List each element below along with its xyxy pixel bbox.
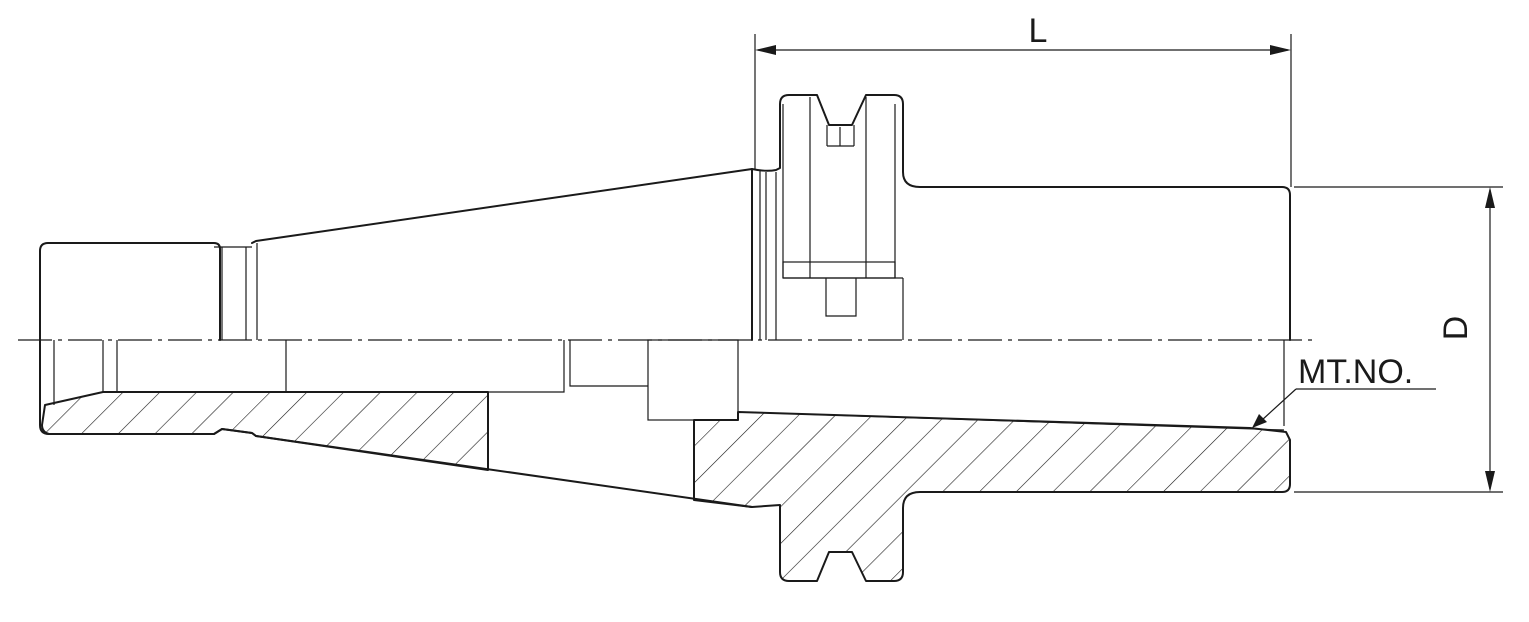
diameter-label: D	[1437, 316, 1475, 341]
taper-number-label: MT.NO.	[1298, 353, 1413, 391]
length-label: L	[1029, 12, 1048, 50]
flange-top	[751, 94, 1291, 341]
taper-leader: MT.NO.	[1252, 353, 1436, 428]
dimension-diameter: D	[1294, 186, 1503, 493]
taper-cone-top	[251, 168, 753, 341]
collet-nose-outline	[39, 242, 221, 341]
dimension-length: L	[754, 12, 1292, 187]
taper-cone-bottom	[255, 435, 753, 508]
upper-exterior-view	[39, 94, 1291, 426]
section-hatch-collet	[41, 391, 489, 471]
section-hatch-body	[693, 411, 1291, 582]
lower-section-view	[39, 339, 1291, 582]
